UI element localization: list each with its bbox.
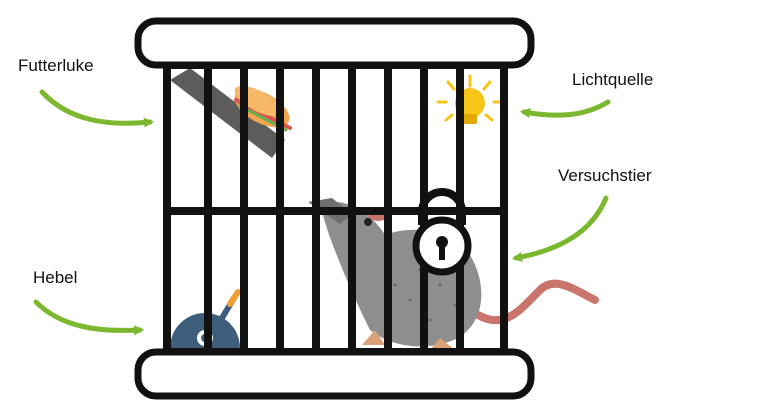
label-versuchstier: Versuchstier <box>558 166 652 185</box>
rat-tail <box>474 279 599 325</box>
light-bulb-icon <box>436 74 504 124</box>
food-chute <box>170 68 285 158</box>
label-hebel: Hebel <box>33 268 78 287</box>
padlock-icon <box>412 188 472 276</box>
arrow-icon <box>512 195 609 262</box>
cage-top-cap <box>134 17 535 69</box>
arrow-icon <box>39 89 154 128</box>
arrow-icon <box>520 99 611 118</box>
arrow-icon <box>33 299 144 336</box>
label-futterluke: Futterluke <box>18 56 94 75</box>
label-lichtquelle: Lichtquelle <box>572 70 654 89</box>
cage-bottom-cap <box>134 348 535 400</box>
